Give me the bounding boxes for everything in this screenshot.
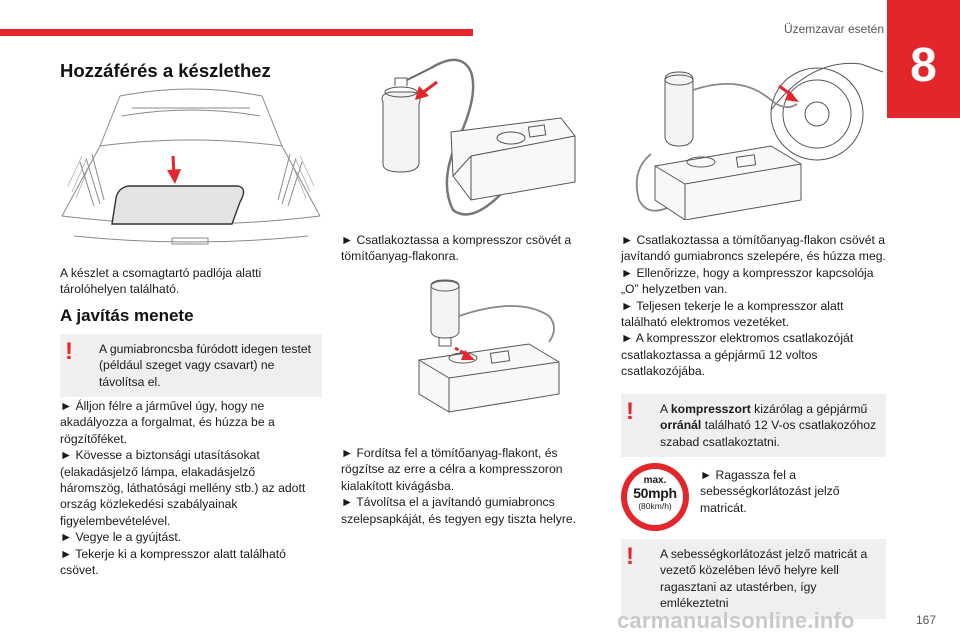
page-title: Hozzáférés a készlethez [60,60,271,81]
chapter-number: 8 [910,39,937,92]
exclamation-icon: ! [626,543,634,570]
warning-text: A kompresszort kizárólag a gépjármű orrá… [629,401,877,450]
warning-text-part: található 12 V-os csatlakozóhoz szabad c… [660,418,877,449]
watermark: carmanualsonline.info [617,608,855,633]
steps-list-bottom: ► Fordítsa fel a tömítőanyag-flakont, és… [341,445,581,527]
warning-box-2: ! A sebességkorlátozást jelző matricát a… [621,539,886,619]
speed-max-label: max. [643,475,667,486]
list-item: ► Ellenőrizze, hogy a kompresszor kapcso… [621,265,874,297]
sticker-step: ► Ragassza fel a sebességkorlátozást jel… [700,468,840,515]
section-title: A javítás menete [60,306,194,325]
list-item: ► Tekerje ki a kompresszor alatt találha… [60,546,286,578]
compressor-bottle-figure [381,58,576,216]
list-item: ► Csatlakoztassa a tömítőanyag-flakon cs… [621,233,886,264]
exclamation-icon: ! [626,398,634,425]
section-label: Üzemzavar esetén [783,22,884,36]
speed-kmh: (80km/h) [638,501,672,511]
warning-bold-term: kompresszort [670,402,751,416]
header-accent-bar [0,29,473,36]
warning-text-part: kizárólag a gépjármű [750,402,868,416]
speed-limit-sticker-icon: max. 50mph (80km/h) [621,463,689,531]
warning-box: ! A gumiabroncsba fúródott idegen testet… [60,334,322,398]
bottle-mounted-figure [418,279,560,413]
speed-limit-sticker-face: max. 50mph (80km/h) [627,469,683,525]
step-connect-hose: ► Csatlakoztassa a kompresszor csövét a … [341,233,572,264]
exclamation-icon: ! [65,338,73,365]
warning-text: A sebességkorlátozást jelző matricát a v… [660,547,868,611]
tyre-valve-figure [635,62,884,220]
steps-list: ► Álljon félre a járművel úgy, hogy ne a… [60,398,322,578]
steps-list: ► Csatlakoztassa a tömítőanyag-flakon cs… [621,232,886,380]
warning-text: A gumiabroncsba fúródott idegen testet (… [99,342,312,389]
warning-text-part: A [660,402,671,416]
list-item: ► Teljesen tekerje le a kompresszor alat… [621,298,844,330]
speed-value: 50mph [633,485,677,501]
chapter-tab: 8 [887,0,960,118]
warning-bold-term: orránál [660,418,702,433]
list-item: ► A kompresszor elektromos csatlakozóját… [621,331,854,379]
list-item: ► Vegye le a gyújtást. [60,530,182,545]
list-item: ► Álljon félre a járművel úgy, hogy ne a… [60,399,275,446]
list-item: ► Fordítsa fel a tömítőanyag-flakont, és… [341,446,563,493]
trunk-floor-figure [61,88,321,245]
list-item: ► Távolítsa el a javítandó gumiabroncs s… [341,495,577,526]
figure-caption: A készlet a csomagtartó padlója alatti t… [60,266,262,297]
page-number: 167 [915,613,936,627]
list-item: ► Kövesse a biztonsági utasításokat (ela… [60,448,306,528]
warning-box: ! A kompresszort kizárólag a gépjármű or… [621,394,886,458]
